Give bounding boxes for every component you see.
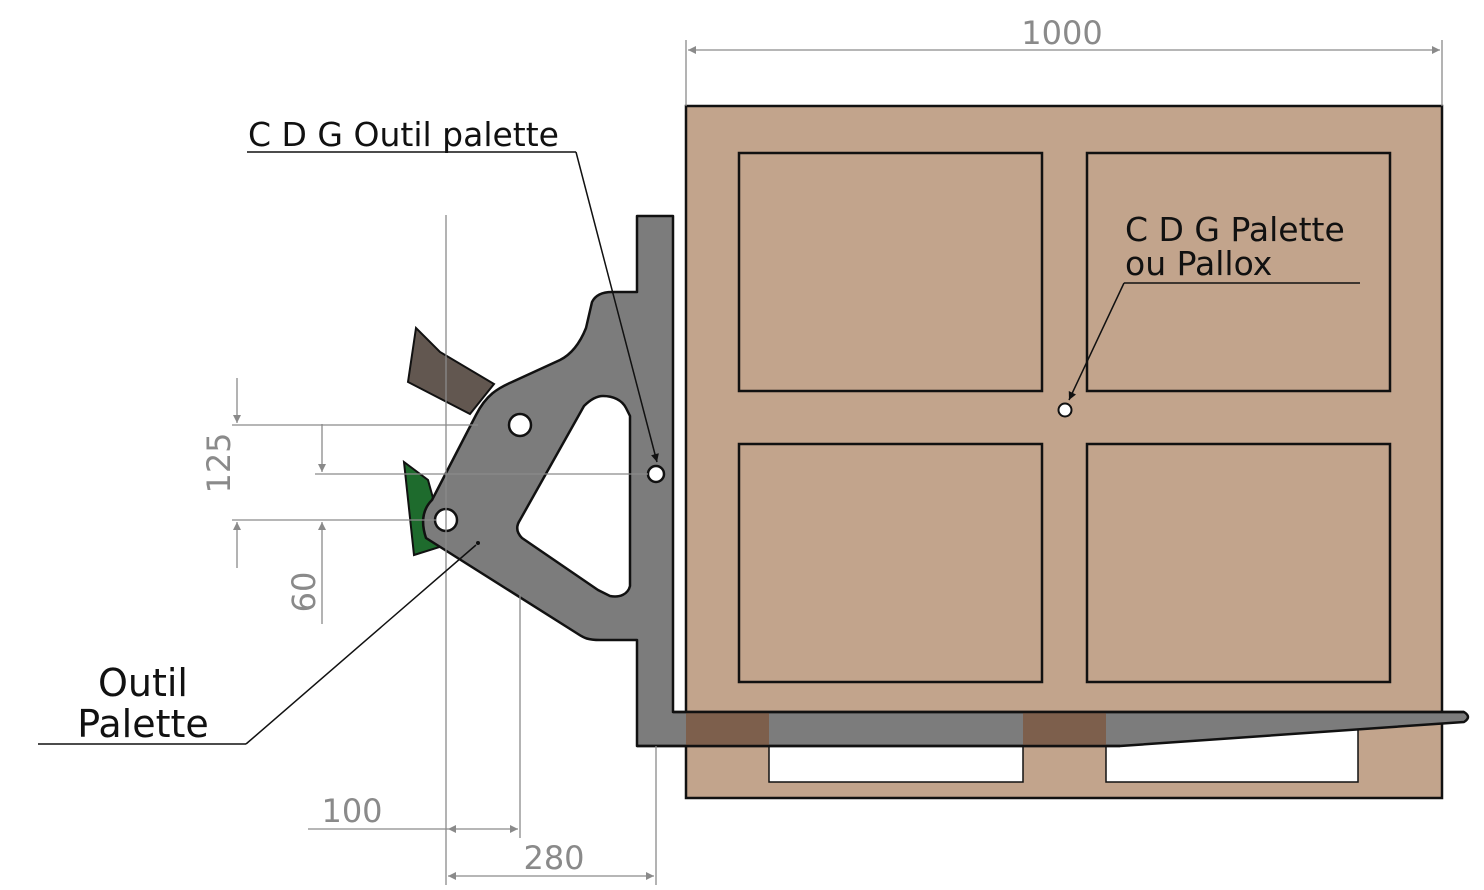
fork-overlap-left: [686, 712, 769, 746]
pallet-panel-top-left: [737, 151, 1044, 393]
dim-125-text: 125: [200, 432, 238, 493]
cdg-tool-leader: [575, 151, 659, 463]
cdg-pallet-label-line2: ou Pallox: [1125, 244, 1272, 283]
tool-label-line1: Outil: [98, 661, 188, 705]
dimensions: [232, 40, 1443, 885]
dim-280-text: 280: [523, 839, 584, 877]
callouts: [38, 151, 1360, 745]
pallet-panel-top-right: [1085, 151, 1392, 393]
tool-arm: [406, 325, 496, 416]
dim-60-text: 60: [285, 572, 323, 613]
dim-100-text: 100: [321, 792, 382, 830]
pallet-panel-bottom-left: [737, 442, 1044, 684]
tool-cog-marker: [646, 464, 666, 484]
tool-label-line2: Palette: [77, 702, 209, 746]
pallet-tool: [402, 214, 1470, 748]
dim-1000-text: 1000: [1021, 14, 1102, 52]
fork-overlap-middle: [1023, 712, 1106, 746]
tool-hole-upper: [507, 412, 533, 438]
cdg-pallet-leader: [1068, 282, 1125, 401]
pallet: [684, 104, 1444, 800]
tool-dot: [476, 541, 480, 545]
tool-cutout: [516, 394, 632, 598]
tool-label-leader: [245, 544, 477, 745]
pallet-panel-bottom-right: [1085, 442, 1392, 684]
tool-plate: [421, 214, 1470, 748]
cdg-pallet-label-line1: C D G Palette: [1125, 210, 1345, 249]
cdg-tool-label: C D G Outil palette: [248, 115, 559, 154]
pallet-cog-marker: [1057, 402, 1073, 418]
